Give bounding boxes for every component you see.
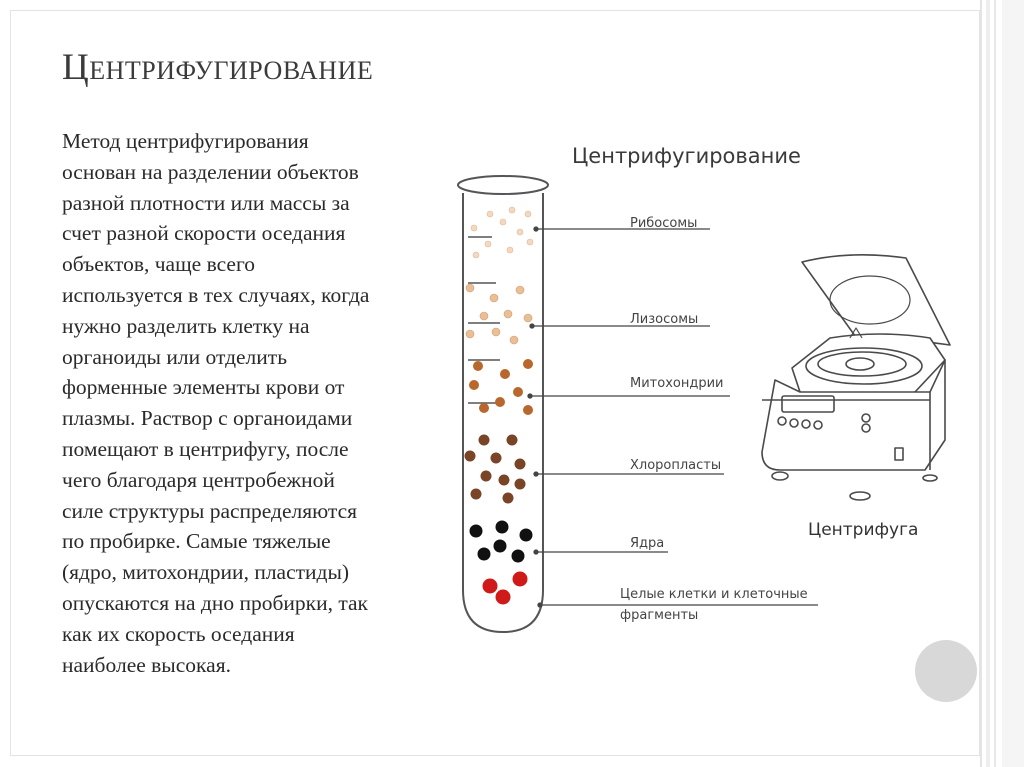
body-line: опускаются на дно пробирки, так: [62, 590, 368, 615]
label-cells-line2: фрагменты: [620, 608, 699, 623]
slide-nav-button[interactable]: [915, 640, 977, 702]
diagram-drawing: [457, 175, 951, 634]
decorative-side-bars: [980, 0, 1024, 767]
body-line: плазмы. Раствор с органоидами: [62, 406, 353, 431]
body-line: наиболее высокая.: [62, 652, 231, 677]
label-chloroplasts: Хлоропласты: [630, 458, 722, 473]
body-line: помещают в центрифугу, после: [62, 436, 349, 461]
body-line: используется в тех случаях, когда: [62, 282, 370, 307]
ribosome-particles: [470, 206, 534, 259]
slide-border: [10, 10, 980, 756]
centrifugation-diagram: [440, 135, 980, 645]
chloroplast-particles: [464, 434, 526, 504]
body-line: Метод центрифугирования: [62, 129, 309, 153]
centrifuge-caption: Центрифуга: [808, 520, 919, 540]
cell-particles: [482, 571, 528, 605]
body-line: счет разной скорости оседания: [62, 221, 346, 246]
body-line: разной плотности или массы за: [62, 190, 350, 215]
body-line: (ядро, митохондрии, пластиды): [62, 560, 350, 585]
slide-title: Центрифугирование: [62, 47, 374, 88]
body-line: по пробирке. Самые тяжелые: [62, 529, 331, 554]
centrifuge-drawing: [761, 254, 951, 501]
slide-body-text: Метод центрифугирования основан на разде…: [62, 126, 442, 680]
lysosome-particles: [465, 283, 533, 345]
label-lysosomes: Лизосомы: [630, 312, 699, 327]
label-mitochondria: Митохондрии: [630, 376, 724, 391]
body-line: основан на разделении объектов: [62, 159, 359, 184]
label-cells-line1: Целые клетки и клеточные: [620, 587, 808, 602]
body-line: силе структуры распределяются: [62, 498, 358, 523]
body-line: как их скорость оседания: [62, 621, 295, 646]
diagram-title: Центрифугирование: [572, 144, 801, 168]
label-nuclei: Ядра: [630, 536, 665, 551]
label-ribosomes: Рибосомы: [630, 216, 698, 231]
mitochondria-particles: [469, 359, 533, 415]
body-line: объектов, чаще всего: [62, 252, 255, 277]
leader-lines: [527, 226, 818, 608]
body-line: форменные элементы крови от: [62, 375, 345, 400]
body-line: нужно разделить клетку на: [62, 313, 310, 338]
nucleus-particles: [469, 520, 533, 563]
body-line: органоиды или отделить: [62, 344, 287, 369]
body-line: чего благодаря центробежной: [62, 467, 335, 492]
